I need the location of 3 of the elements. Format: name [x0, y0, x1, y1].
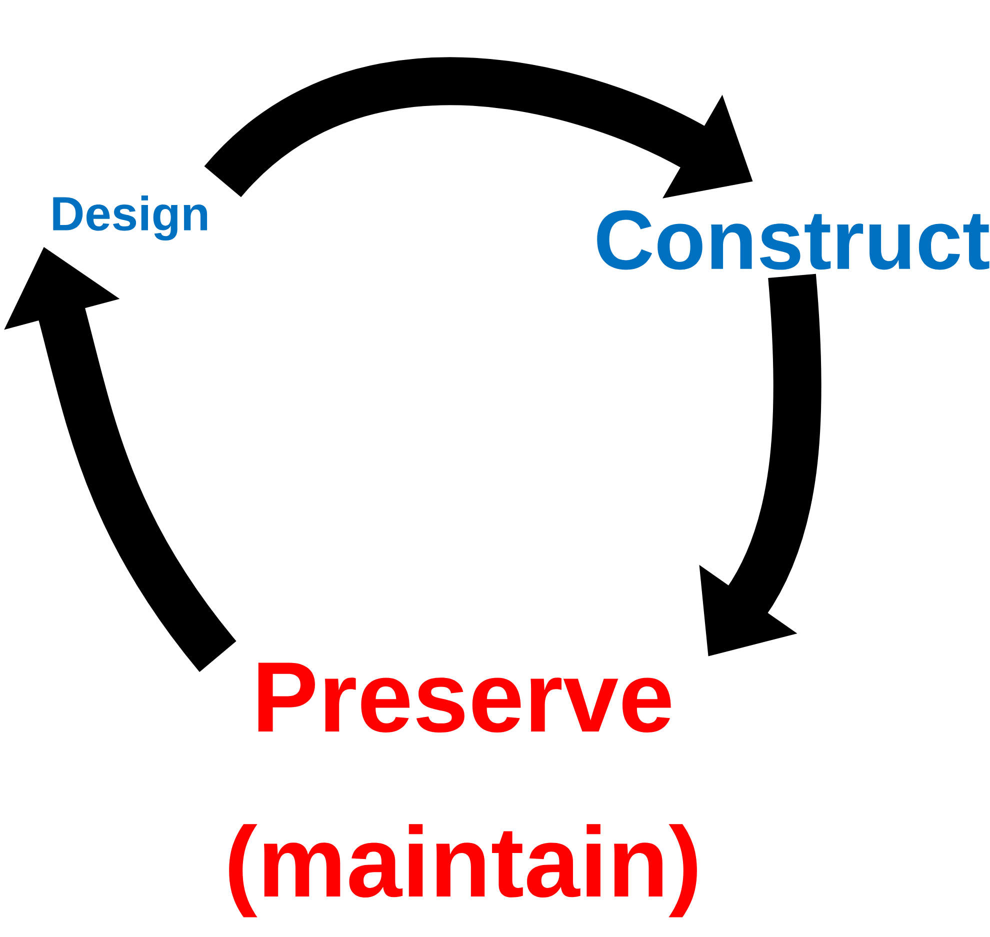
label-text: Construct — [597, 210, 990, 270]
label-text: Design — [53, 196, 208, 240]
label-text: Preserve (maintain) — [229, 662, 697, 918]
